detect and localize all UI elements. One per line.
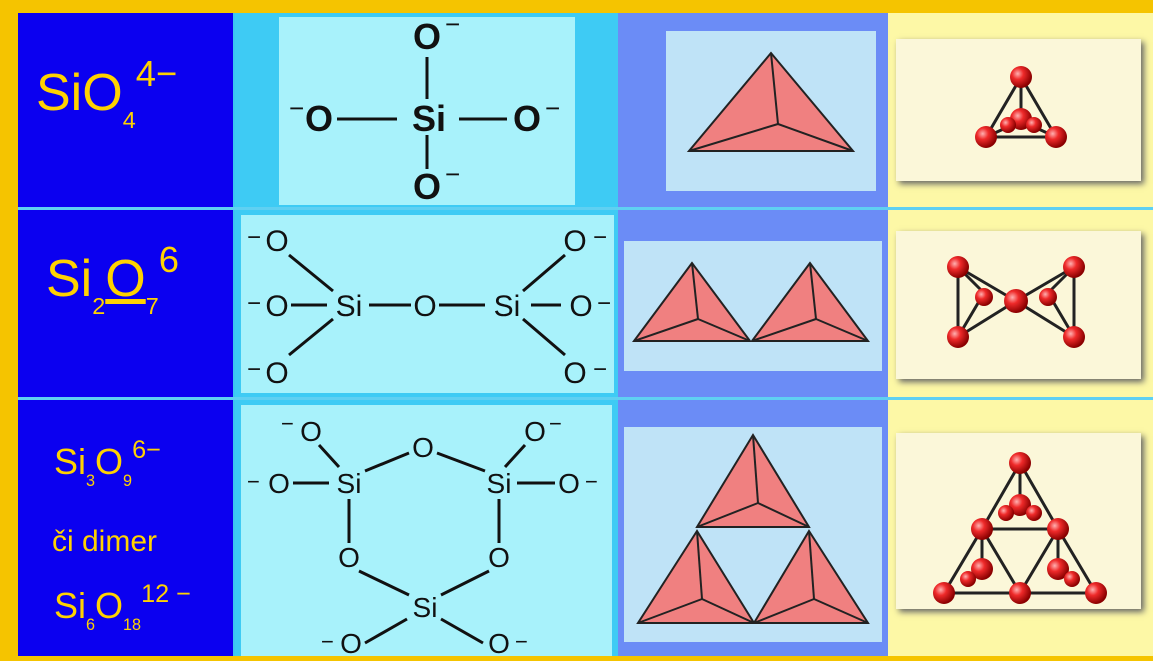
si2o7-structural-formula: O O O Si O Si O O O − − − − − − — [247, 224, 611, 390]
atom-o: O — [305, 98, 333, 139]
formula-text: Si — [54, 441, 87, 482]
formula-cell-sio4: SiO4 4− — [18, 13, 235, 209]
formula-text: O — [95, 585, 124, 626]
ball-model-cell-sio4 — [888, 13, 1153, 209]
formula-subscript: 7 — [145, 293, 159, 319]
atom-o: O — [569, 290, 592, 323]
atom-si: Si — [412, 98, 446, 139]
atom-o: O — [300, 416, 322, 447]
atom-si: Si — [487, 468, 512, 499]
charge-minus: − — [321, 629, 334, 654]
charge-minus: − — [593, 356, 607, 383]
formula-text: O — [95, 441, 124, 482]
tetrahedron-cell-sio4 — [618, 13, 888, 209]
structure-cell-sio4: O O Si O O − − − − — [235, 9, 618, 209]
charge-minus: − — [247, 290, 261, 317]
atom-si: Si — [413, 592, 438, 623]
si2o7-ball-model-icon — [947, 256, 1085, 348]
atom-o: O — [513, 98, 541, 139]
charge-minus: − — [597, 290, 611, 317]
triple-tetrahedron-ring-icon — [636, 433, 870, 624]
formula-sio4: SiO4 4− — [36, 53, 177, 133]
atom-si: Si — [336, 290, 363, 323]
atom-o: O — [413, 290, 436, 323]
formula-charge: 6− — [132, 436, 161, 464]
formula-charge: 4− — [135, 53, 178, 94]
ball-model-panel — [896, 231, 1141, 379]
ball-model-cell-si2o7 — [888, 209, 1153, 399]
formula-cell-si3o9: Si3O96− či dimer Si6O1812 − — [18, 399, 235, 656]
atom-o: O — [340, 628, 362, 656]
formula-text: Si — [46, 250, 93, 308]
atom-o: O — [558, 468, 580, 499]
row-divider — [18, 397, 1153, 400]
charge-minus: − — [247, 356, 261, 383]
atom-o: O — [338, 542, 360, 573]
si3o9-ring-structural-formula: O O O Si Si O O O O Si O O − − − — [247, 411, 598, 659]
structure-panel: O O O Si O Si O O O − − − − − − — [241, 215, 614, 393]
sio4-ball-model-icon — [975, 66, 1067, 148]
charge-minus: − — [515, 629, 528, 654]
formula-si3o9: Si3O9 6− — [54, 436, 161, 490]
charge-minus: − — [445, 159, 460, 189]
structure-panel: O O Si O O − − − − — [279, 9, 575, 207]
atom-o: O — [265, 290, 288, 323]
formula-subscript: 4 — [122, 107, 136, 133]
formula-text: SiO — [36, 64, 123, 122]
double-tetrahedron-icon — [632, 261, 870, 342]
charge-minus: − — [445, 17, 460, 39]
atom-o: O — [413, 166, 441, 205]
charge-minus: − — [247, 224, 261, 251]
formula-subscript: 9 — [123, 472, 133, 490]
formula-text: Si — [54, 585, 87, 626]
charge-minus: − — [247, 469, 260, 494]
tetrahedron-cell-si2o7 — [618, 209, 888, 399]
formula-subscript: 2 — [92, 293, 106, 319]
atom-o: O — [412, 432, 434, 463]
tetrahedron-panel — [624, 427, 882, 642]
atom-o: O — [265, 225, 288, 258]
tetrahedron-panel — [624, 241, 882, 371]
formula-cell-si2o7: Si2O7 6 — [18, 209, 235, 399]
charge-minus: − — [585, 469, 598, 494]
formula-charge: 6 — [158, 239, 179, 280]
row-divider — [18, 207, 1153, 210]
formula-charge: 12 − — [141, 580, 191, 608]
structure-cell-si3o9: O O O Si Si O O O O Si O O − − − — [235, 399, 618, 659]
single-tetrahedron-icon — [686, 51, 856, 152]
formula-subscript: 18 — [123, 616, 142, 634]
atom-o: O — [488, 542, 510, 573]
formula-si6o18: Si6O18 12 − — [54, 580, 191, 634]
atom-o: O — [265, 357, 288, 390]
structure-panel: O O O Si Si O O O O Si O O − − − — [241, 405, 612, 659]
formula-si2o7: Si2O7 6 — [46, 239, 179, 319]
ball-model-cell-si3o9 — [888, 399, 1153, 656]
atom-o: O — [563, 357, 586, 390]
charge-minus: − — [289, 93, 304, 123]
si3o9-ball-model-icon — [933, 452, 1107, 604]
ball-model-panel — [896, 433, 1141, 609]
tetrahedron-panel — [666, 31, 876, 191]
formula-text: O — [105, 250, 146, 308]
charge-minus: − — [545, 93, 560, 123]
atom-o: O — [268, 468, 290, 499]
charge-minus: − — [281, 411, 294, 436]
atom-si: Si — [494, 290, 521, 323]
atom-si: Si — [337, 468, 362, 499]
atom-o: O — [488, 628, 510, 656]
formula-subscript: 3 — [86, 472, 96, 490]
ball-model-panel — [896, 39, 1141, 181]
atom-o: O — [413, 17, 441, 57]
structure-cell-si2o7: O O O Si O Si O O O − − − − − − — [235, 209, 618, 399]
atom-o: O — [563, 225, 586, 258]
silicate-table: SiO44− O O Si O O − — [18, 9, 1153, 659]
tetrahedron-cell-si3o9 — [618, 399, 888, 656]
sio4-structural-formula: O O Si O O − − − − — [289, 9, 560, 207]
atom-o: O — [524, 416, 546, 447]
formula-or-dimer: či dimer — [52, 525, 158, 558]
charge-minus: − — [549, 411, 562, 436]
formula-subscript: 6 — [86, 616, 96, 634]
charge-minus: − — [593, 224, 607, 251]
